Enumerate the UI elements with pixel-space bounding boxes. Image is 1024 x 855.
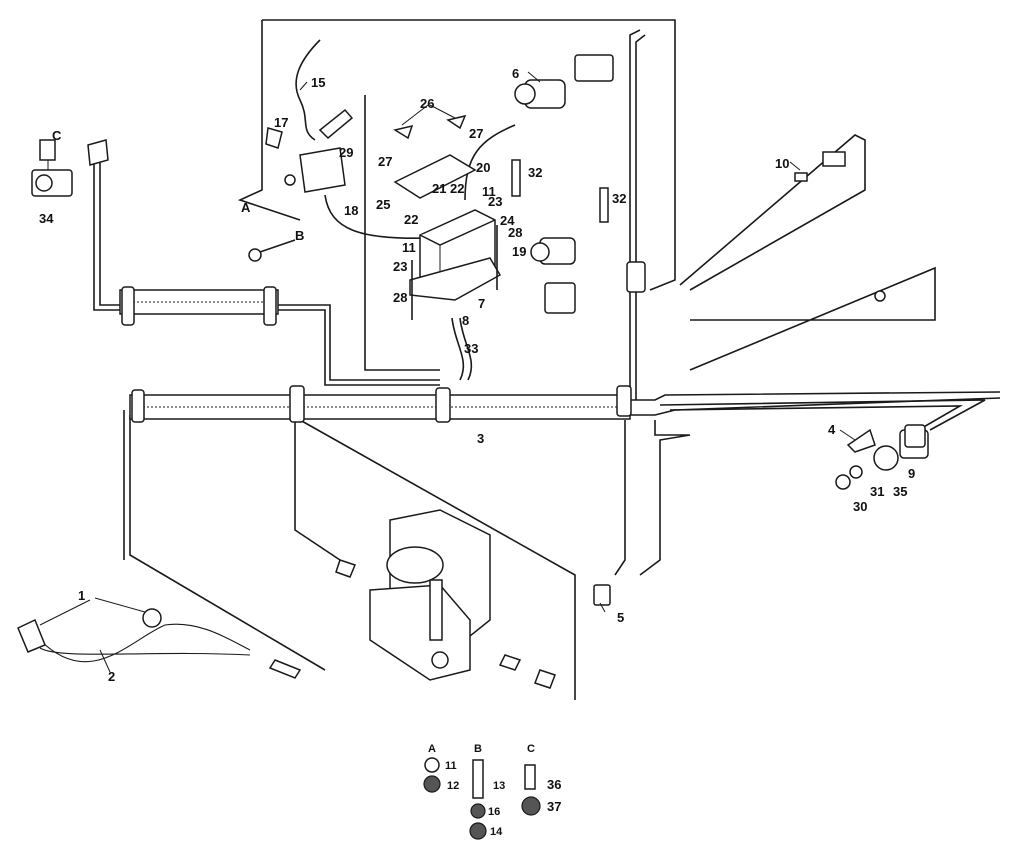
callout-21: 21 xyxy=(432,181,446,196)
harness-clamp xyxy=(626,261,646,293)
harness-clamp xyxy=(263,286,277,326)
legend-a-item: 11 xyxy=(445,760,457,772)
legend-a-item: 12 xyxy=(447,780,459,792)
star-washer xyxy=(469,822,487,840)
battery-hold-down xyxy=(393,154,477,199)
components xyxy=(17,54,929,689)
legend-b-head: B xyxy=(474,743,482,755)
callout-29: 29 xyxy=(339,145,353,160)
callout-2: 2 xyxy=(108,669,115,684)
callout-26: 26 xyxy=(420,96,434,111)
spark-plug-connector xyxy=(498,654,522,671)
wire-connector xyxy=(87,139,109,166)
callout-6: 6 xyxy=(512,66,519,81)
callout-C1: C xyxy=(52,128,62,143)
callout-23b: 23 xyxy=(393,259,407,274)
wire-connector xyxy=(822,151,846,167)
callout-17: 17 xyxy=(274,115,288,130)
harness-clamp xyxy=(435,387,451,423)
bolt xyxy=(472,759,484,799)
harness-clamp xyxy=(289,385,305,423)
callout-22b: 22 xyxy=(404,212,418,227)
wire-clip xyxy=(599,187,609,223)
callout-1: 1 xyxy=(78,588,85,603)
callout-5: 5 xyxy=(617,610,624,625)
wire-connector xyxy=(534,669,556,689)
callout-34: 34 xyxy=(39,211,54,226)
bolt xyxy=(265,127,283,149)
legend-b-item: 14 xyxy=(490,826,503,838)
battery-tray xyxy=(409,257,502,301)
wire-clip xyxy=(511,159,521,197)
legend-b-item: 16 xyxy=(488,806,500,818)
callout-9: 9 xyxy=(908,466,915,481)
hardware-legend xyxy=(423,757,541,840)
callout-33: 33 xyxy=(464,341,478,356)
callout-7: 7 xyxy=(478,296,485,311)
hex-nut xyxy=(521,796,541,816)
hex-nut xyxy=(423,775,441,793)
callout-25: 25 xyxy=(376,197,390,212)
callout-10: 10 xyxy=(775,156,789,171)
wire-connector xyxy=(544,282,576,314)
screw xyxy=(524,764,536,790)
callout-35: 35 xyxy=(893,484,907,499)
legend-c-item: 37 xyxy=(547,799,561,814)
callout-23a: 23 xyxy=(488,194,502,209)
harness-clamp xyxy=(121,286,135,326)
callout-27b: 27 xyxy=(378,154,392,169)
callout-A1: A xyxy=(241,200,251,215)
callout-24: 24 xyxy=(500,213,515,228)
legend-a-head: A xyxy=(428,743,436,755)
callout-labels: 1 2 3 4 5 6 7 8 9 10 11 11 15 17 18 19 2… xyxy=(39,66,915,684)
solenoid xyxy=(514,54,614,109)
wire-clip xyxy=(794,172,808,182)
washer xyxy=(424,757,440,773)
callout-15: 15 xyxy=(311,75,325,90)
callout-3: 3 xyxy=(477,431,484,446)
starter-relay xyxy=(284,147,346,193)
callout-19: 19 xyxy=(512,244,526,259)
callout-30: 30 xyxy=(853,499,867,514)
callout-18: 18 xyxy=(344,203,358,218)
solenoid-19 xyxy=(530,237,576,265)
callout-22a: 22 xyxy=(450,181,464,196)
callout-B1: B xyxy=(295,228,304,243)
wire-routing xyxy=(39,19,1001,700)
harness-sleeves xyxy=(119,261,646,423)
callout-28a: 28 xyxy=(508,225,522,240)
callout-11b: 11 xyxy=(402,240,416,255)
callout-20: 20 xyxy=(476,160,490,175)
legend-c-head: C xyxy=(527,743,535,755)
callout-31: 31 xyxy=(870,484,884,499)
harness-clamp xyxy=(131,389,145,423)
callout-32a: 32 xyxy=(528,165,542,180)
legend-labels: A 11 12 B 13 16 14 C 36 37 xyxy=(428,743,561,838)
callout-11a: 11 xyxy=(482,184,496,199)
wing-nut xyxy=(446,114,467,130)
fuse-holder xyxy=(593,584,611,606)
legend-c-item: 36 xyxy=(547,777,561,792)
engine xyxy=(369,509,491,681)
wire-connector xyxy=(335,559,357,578)
ring-terminal xyxy=(874,290,886,302)
callout-4: 4 xyxy=(828,422,836,437)
terminal-boot xyxy=(318,108,354,140)
callout-27a: 27 xyxy=(469,126,483,141)
callout-leaders xyxy=(39,71,856,673)
lock-washer xyxy=(470,803,486,819)
sensor-switch xyxy=(17,608,302,679)
ring-terminal xyxy=(248,248,262,262)
key-switch xyxy=(31,139,73,197)
callout-28b: 28 xyxy=(393,290,407,305)
legend-b-item: 13 xyxy=(493,780,505,792)
harness-clamp xyxy=(616,385,632,417)
callout-32b: 32 xyxy=(612,191,626,206)
wire-connector xyxy=(904,424,926,448)
wing-nut xyxy=(393,124,414,140)
callout-8: 8 xyxy=(462,313,469,328)
